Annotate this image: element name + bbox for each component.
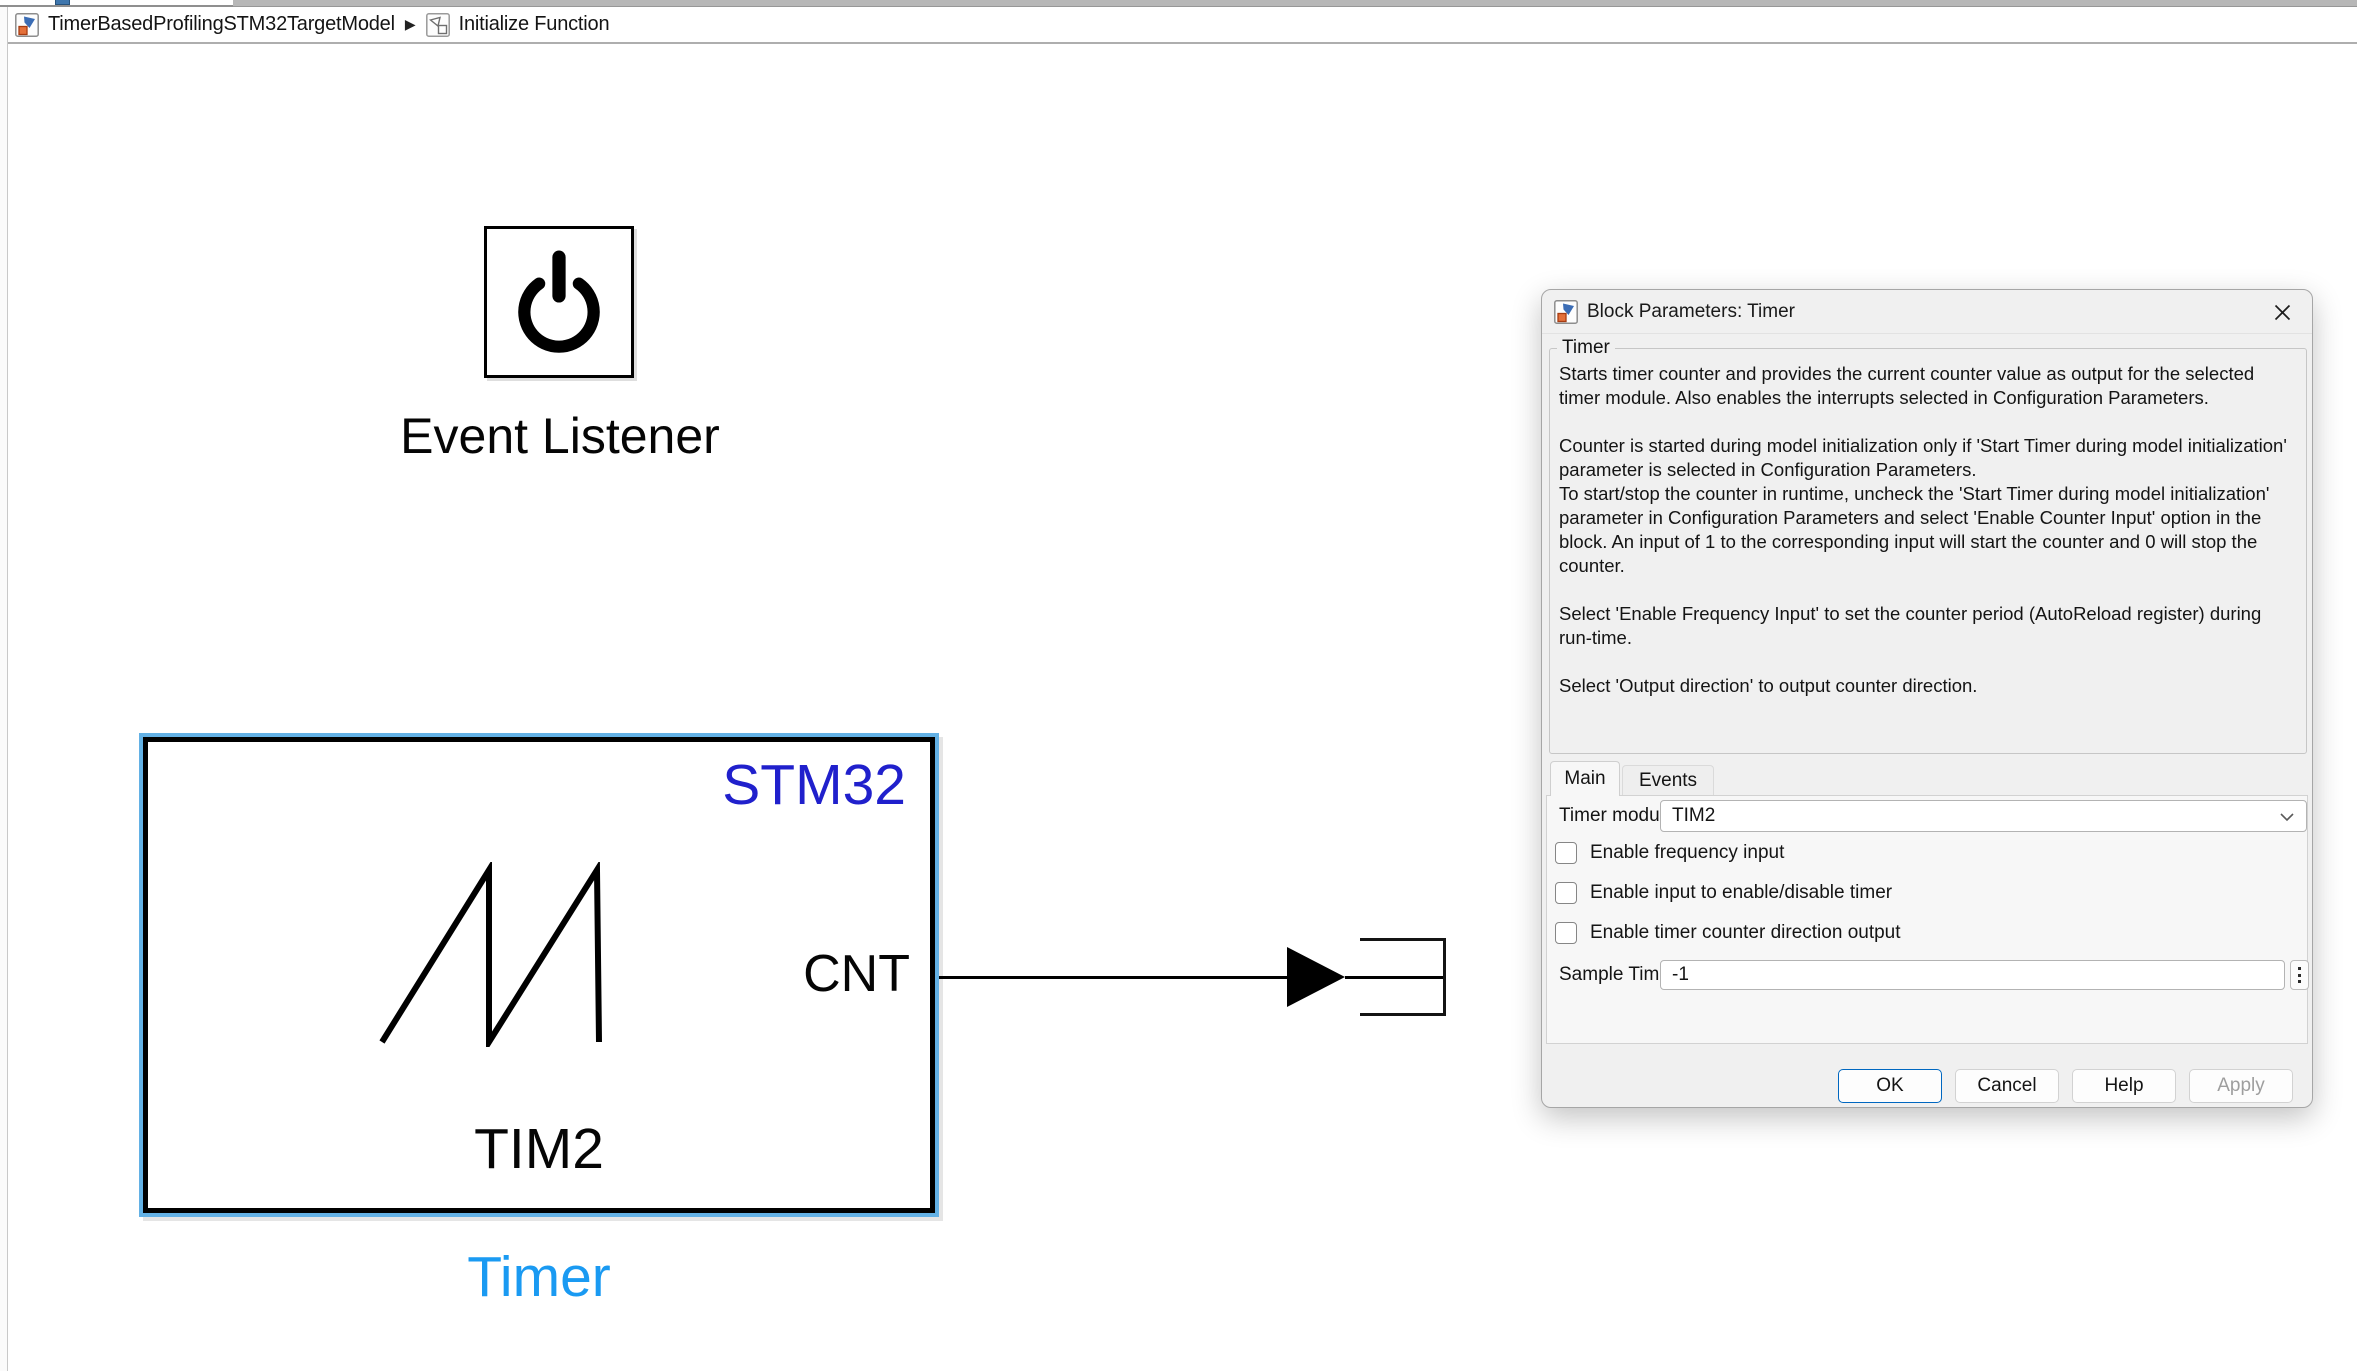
timer-block-body: STM32 CNT TIM2 — [143, 737, 935, 1213]
tab-events[interactable]: Events — [1622, 765, 1714, 796]
power-icon — [518, 250, 600, 353]
timer-module-dropdown[interactable]: TIM2 — [1660, 800, 2307, 832]
breadcrumb-item-subsystem[interactable]: Initialize Function — [458, 13, 610, 35]
enable-timer-counter-direction-output-row: Enable timer counter direction output — [1555, 922, 1901, 944]
toolstrip-button-fragment — [55, 0, 70, 5]
model-icon[interactable] — [15, 12, 39, 37]
sample-time-options-handle[interactable] — [2290, 960, 2309, 990]
main-tab-panel: Timer module TIM2 Enable frequency input… — [1546, 795, 2309, 1044]
event-listener-block-label: Event Listener — [400, 408, 720, 464]
description-paragraph: Starts timer counter and provides the cu… — [1559, 363, 2255, 408]
description-paragraph: Counter is started during model initiali… — [1559, 435, 2287, 480]
sample-time-input[interactable] — [1660, 960, 2285, 990]
sawtooth-waveform-icon — [379, 862, 602, 1047]
tab-main[interactable]: Main — [1550, 761, 1620, 796]
model-icon — [1554, 299, 1578, 324]
group-title: Timer — [1557, 337, 1615, 359]
timer-block-cnt-port-label: CNT — [803, 945, 910, 1003]
event-listener-block[interactable] — [484, 226, 634, 378]
timer-block-name-label: Timer — [467, 1245, 611, 1309]
apply-button[interactable]: Apply — [2189, 1069, 2293, 1103]
ok-button[interactable]: OK — [1838, 1069, 1942, 1103]
cancel-button[interactable]: Cancel — [1955, 1069, 2059, 1103]
toolstrip-bottom-edge-left — [0, 0, 233, 7]
dot-icon — [2298, 973, 2301, 977]
breadcrumb-separator-icon: ▶ — [404, 16, 416, 32]
enable-input-enable-disable-timer-row: Enable input to enable/disable timer — [1555, 882, 1892, 904]
enable-frequency-input-row: Enable frequency input — [1555, 842, 1784, 864]
timer-module-value: TIM2 — [1672, 805, 1716, 826]
enable-timer-counter-direction-output-checkbox[interactable] — [1555, 922, 1577, 944]
timer-block-stm32-label: STM32 — [722, 753, 906, 817]
help-button[interactable]: Help — [2072, 1069, 2176, 1103]
signal-arrowhead-icon — [1287, 947, 1345, 1007]
checkbox-label: Enable timer counter direction output — [1590, 922, 1901, 943]
palette-rail — [0, 7, 8, 1371]
timer-block[interactable]: STM32 CNT TIM2 — [139, 733, 939, 1217]
open-port-bracket-bottom — [1360, 1013, 1445, 1016]
timer-description-group: Timer Starts timer counter and provides … — [1549, 337, 2307, 754]
chevron-down-icon — [2280, 813, 2294, 822]
block-parameters-dialog: Block Parameters: Timer Timer Starts tim… — [1541, 289, 2313, 1108]
open-port-bracket-right — [1443, 938, 1446, 1016]
close-button[interactable] — [2265, 295, 2299, 329]
dialog-title: Block Parameters: Timer — [1587, 300, 1795, 322]
sample-time-label: Sample Time: — [1559, 964, 1676, 985]
checkbox-label: Enable frequency input — [1590, 842, 1785, 863]
timer-block-tim2-label: TIM2 — [474, 1117, 604, 1181]
description-paragraph: To start/stop the counter in runtime, un… — [1559, 483, 2270, 576]
enable-input-enable-disable-timer-checkbox[interactable] — [1555, 882, 1577, 904]
close-icon — [2274, 304, 2290, 320]
subsystem-icon[interactable] — [425, 12, 450, 37]
dot-icon — [2298, 980, 2301, 983]
dot-icon — [2298, 967, 2301, 970]
toolstrip-bottom-edge-right — [233, 0, 2357, 7]
dialog-titlebar[interactable]: Block Parameters: Timer — [1542, 290, 2312, 334]
block-description: Starts timer counter and provides the cu… — [1550, 349, 2306, 698]
checkbox-label: Enable input to enable/disable timer — [1590, 882, 1893, 903]
timer-module-label: Timer module — [1559, 805, 1675, 826]
description-paragraph: Select 'Output direction' to output coun… — [1559, 675, 1978, 696]
signal-line-tail[interactable] — [1345, 976, 1445, 979]
open-port-bracket-top — [1360, 938, 1445, 941]
breadcrumb: TimerBasedProfilingSTM32TargetModel ▶ In… — [8, 7, 2357, 44]
description-paragraph: Select 'Enable Frequency Input' to set t… — [1559, 603, 2262, 648]
signal-line[interactable] — [939, 976, 1287, 979]
enable-frequency-input-checkbox[interactable] — [1555, 842, 1577, 864]
breadcrumb-item-model[interactable]: TimerBasedProfilingSTM32TargetModel — [48, 13, 395, 35]
